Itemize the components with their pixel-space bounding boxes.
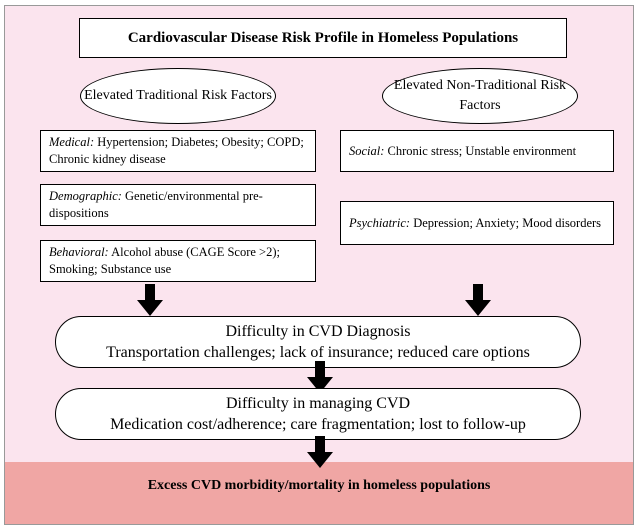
behavioral-label: Behavioral: (49, 245, 109, 259)
demographic-factor-box: Demographic: Genetic/environmental pre-d… (40, 184, 316, 226)
outcome-text: Excess CVD morbidity/mortality in homele… (147, 478, 491, 493)
behavioral-factor-box: Behavioral: Alcohol abuse (CAGE Score >2… (40, 240, 316, 282)
nontraditional-risk-header: Elevated Non-Traditional Risk Factors (382, 68, 578, 124)
medical-label: Medical: (49, 135, 95, 149)
medical-text: Hypertension; Diabetes; Obesity; COPD; C… (49, 135, 304, 166)
outcome-band (5, 462, 633, 524)
diagnosis-text: Transportation challenges; lack of insur… (106, 344, 530, 361)
managing-text: Medication cost/adherence; care fragment… (110, 416, 526, 433)
traditional-risk-header: Elevated Traditional Risk Factors (80, 68, 276, 124)
demographic-label: Demographic: (49, 189, 122, 203)
managing-title: Difficulty in managing CVD (225, 395, 411, 412)
arrow-down-managing (307, 436, 333, 468)
managing-difficulty-box: Difficulty in managing CVD Medication co… (55, 388, 581, 440)
psychiatric-label: Psychiatric: (349, 215, 411, 230)
psychiatric-text: Depression; Anxiety; Mood disorders (413, 215, 602, 230)
arrow-down-left (137, 284, 163, 316)
social-factor-box: Social: Chronic stress; Unstable environ… (340, 130, 614, 172)
medical-factor-box: Medical: Hypertension; Diabetes; Obesity… (40, 130, 316, 172)
social-text: Chronic stress; Unstable environment (387, 143, 577, 158)
arrow-down-right (465, 284, 491, 316)
diagnosis-difficulty-box: Difficulty in CVD Diagnosis Transportati… (55, 316, 581, 368)
demographic-text: Genetic/environmental pre-dispositions (49, 189, 263, 220)
psychiatric-factor-box: Psychiatric: Depression; Anxiety; Mood d… (340, 201, 614, 245)
arrow-down-diagnosis (307, 361, 333, 393)
behavioral-text: Alcohol abuse (CAGE Score >2); Smoking; … (49, 245, 280, 276)
diagnosis-title: Difficulty in CVD Diagnosis (225, 323, 411, 340)
diagram-title: Cardiovascular Disease Risk Profile in H… (79, 18, 567, 58)
social-label: Social: (349, 143, 385, 158)
